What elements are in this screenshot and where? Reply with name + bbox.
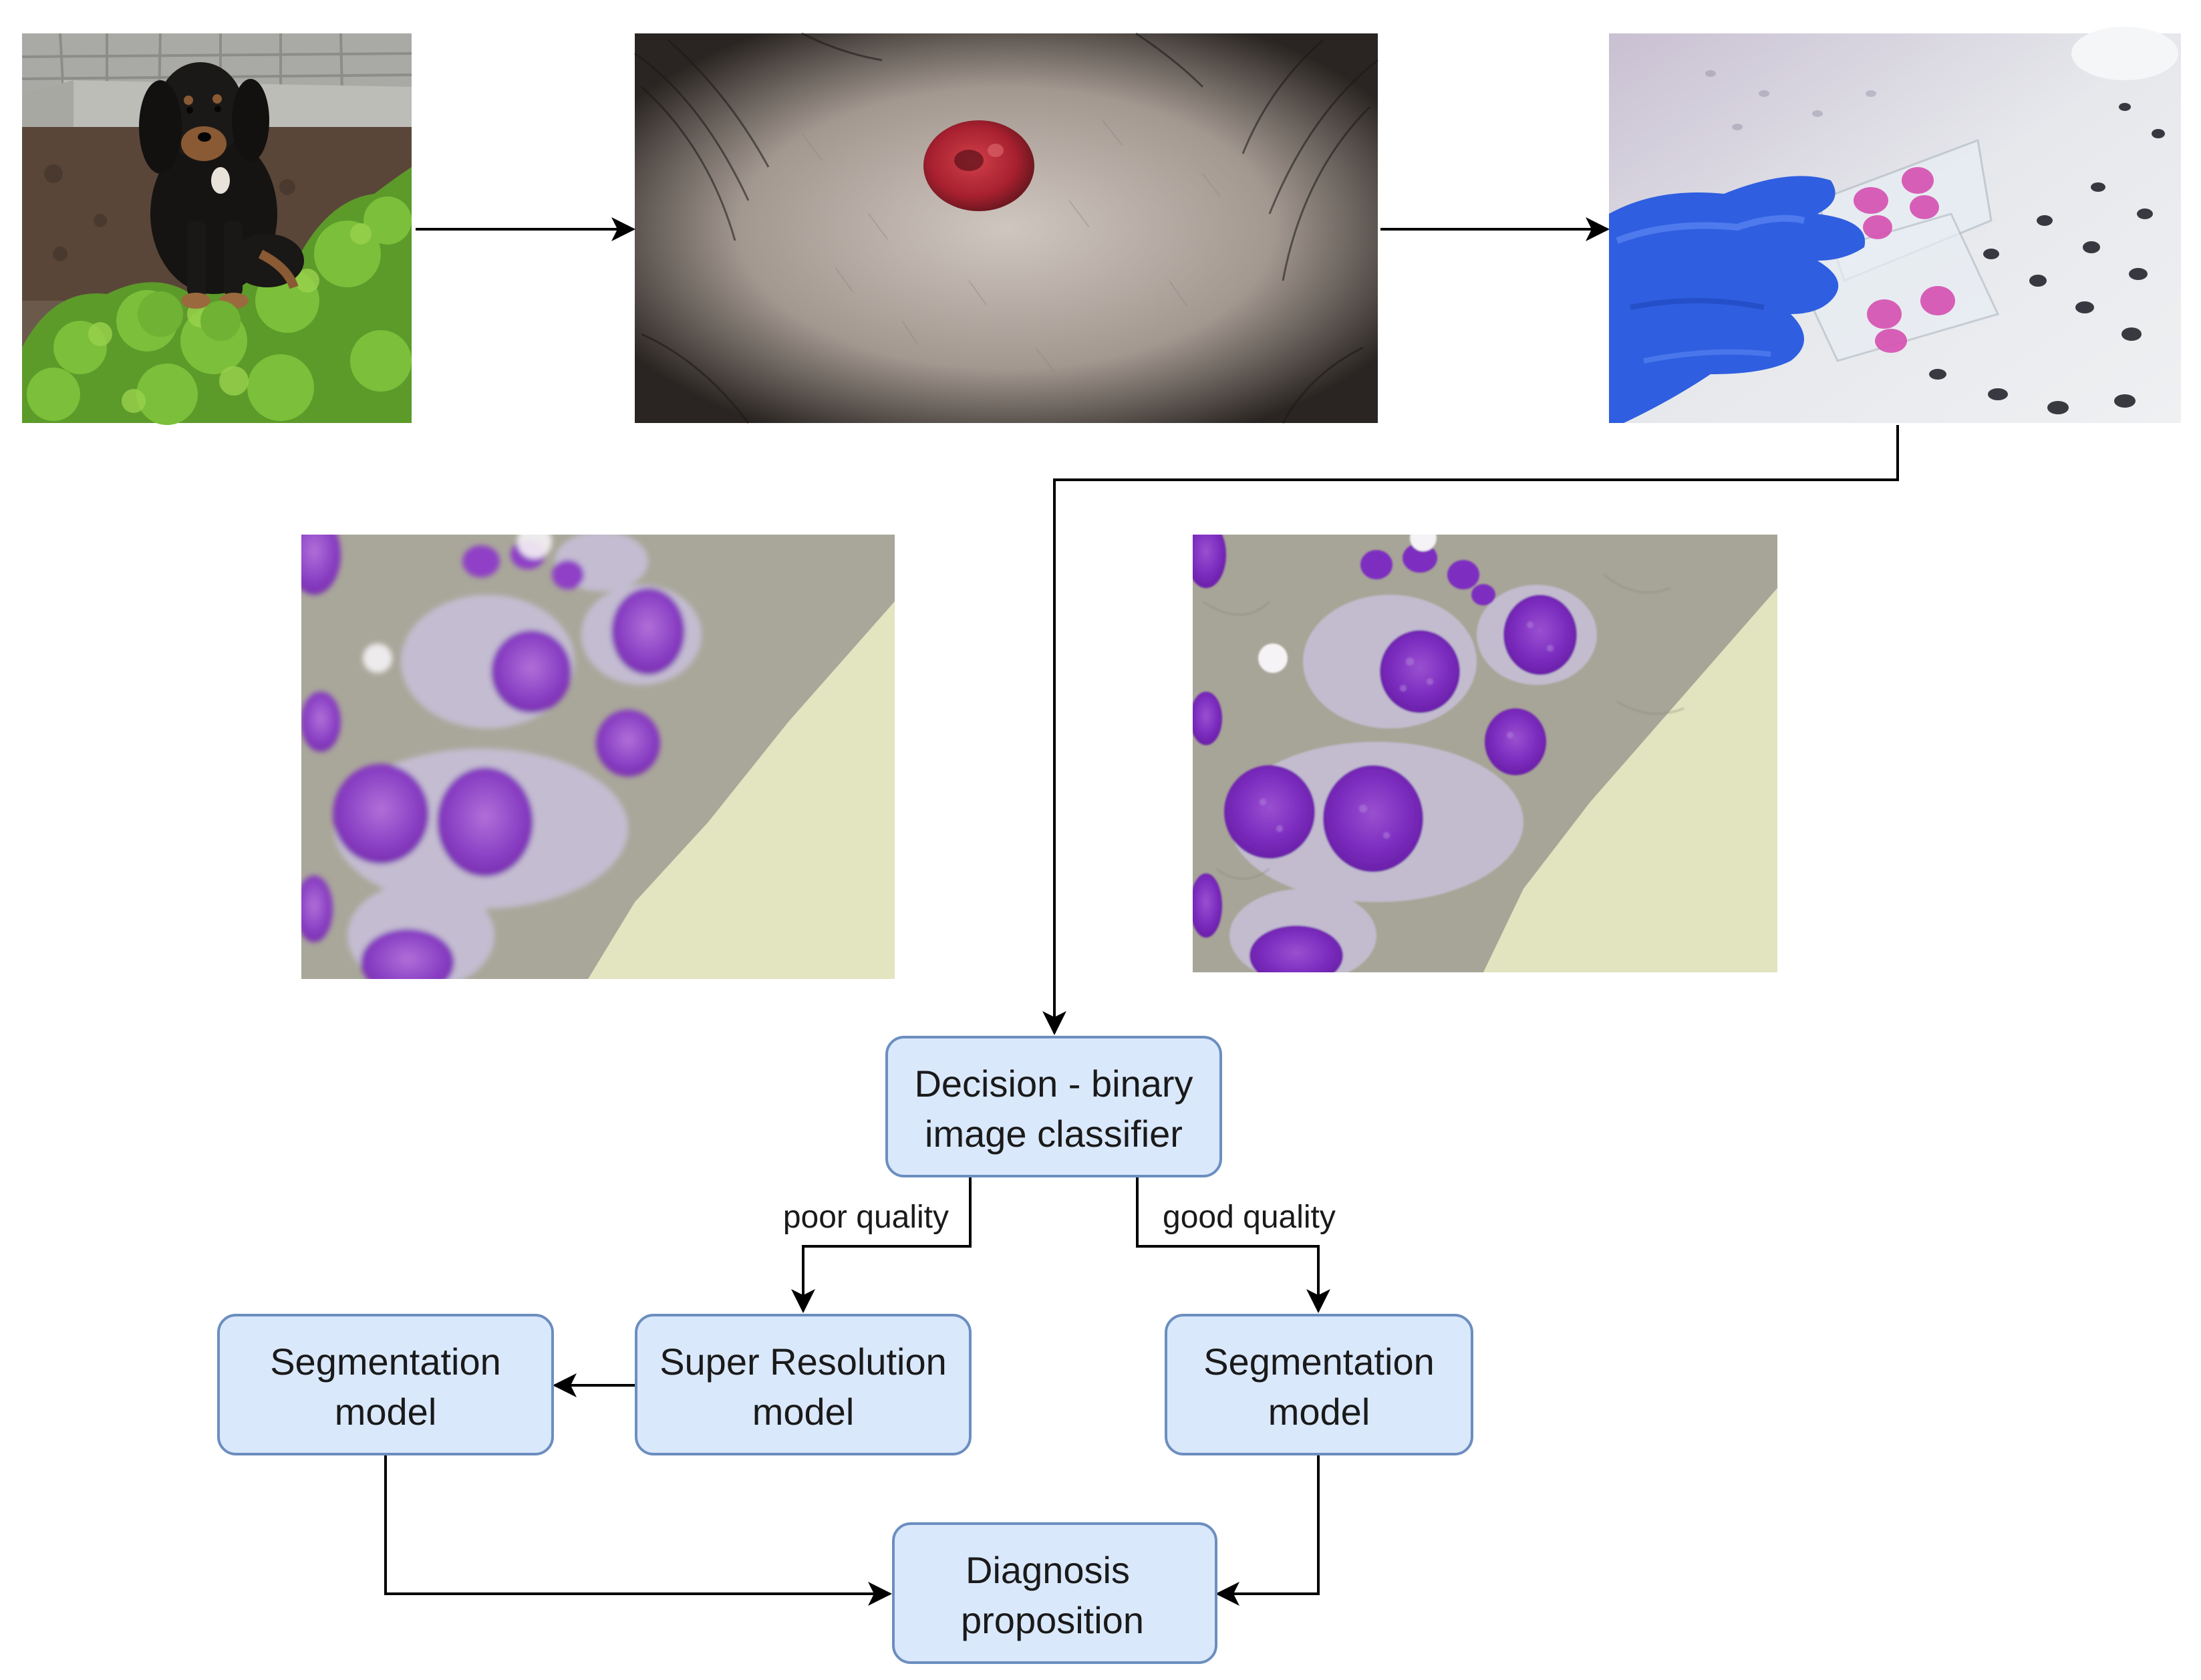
connectors bbox=[384, 217, 1899, 1606]
decision-node: Decision - binary image classifier bbox=[885, 1036, 1222, 1177]
low-quality-cytology bbox=[301, 535, 895, 979]
segmentation-left-node-line2: model bbox=[335, 1391, 437, 1433]
segmentation-left-node: Segmentation model bbox=[217, 1314, 554, 1455]
high-quality-cytology bbox=[1193, 535, 1777, 972]
segmentation-right-node-line2: model bbox=[1268, 1391, 1370, 1433]
arrow-decision-to-super-resolution bbox=[791, 1176, 972, 1313]
segmentation-right-node: Segmentation model bbox=[1165, 1314, 1473, 1455]
segmentation-left-node-line1: Segmentation bbox=[270, 1341, 501, 1383]
dog-photo bbox=[21, 33, 412, 425]
arrow-segmentation-right-to-diagnosis bbox=[1215, 1455, 1320, 1606]
segmentation-right-node-line1: Segmentation bbox=[1203, 1341, 1435, 1383]
diagnosis-node-line1: Diagnosis bbox=[966, 1549, 1130, 1591]
diagnosis-node-line2: proposition bbox=[961, 1599, 1144, 1641]
arrow-decision-to-segmentation-right bbox=[1136, 1176, 1330, 1313]
skin-lesion-photo bbox=[634, 32, 1378, 424]
good-quality-label: good quality bbox=[1163, 1200, 1336, 1235]
decision-node-line1: Decision - binary bbox=[914, 1063, 1193, 1105]
arrow-segmentation-left-to-diagnosis bbox=[384, 1455, 892, 1606]
poor-quality-label: poor quality bbox=[783, 1200, 949, 1235]
diagnosis-node: Diagnosis proposition bbox=[892, 1522, 1217, 1664]
decision-node-line2: image classifier bbox=[925, 1113, 1183, 1155]
arrow-slide-to-decision bbox=[1042, 425, 1899, 1035]
super-resolution-node-line1: Super Resolution bbox=[659, 1341, 947, 1383]
super-resolution-node-line2: model bbox=[752, 1391, 855, 1433]
super-resolution-node: Super Resolution model bbox=[635, 1314, 972, 1455]
slide-photo bbox=[1609, 27, 2181, 423]
